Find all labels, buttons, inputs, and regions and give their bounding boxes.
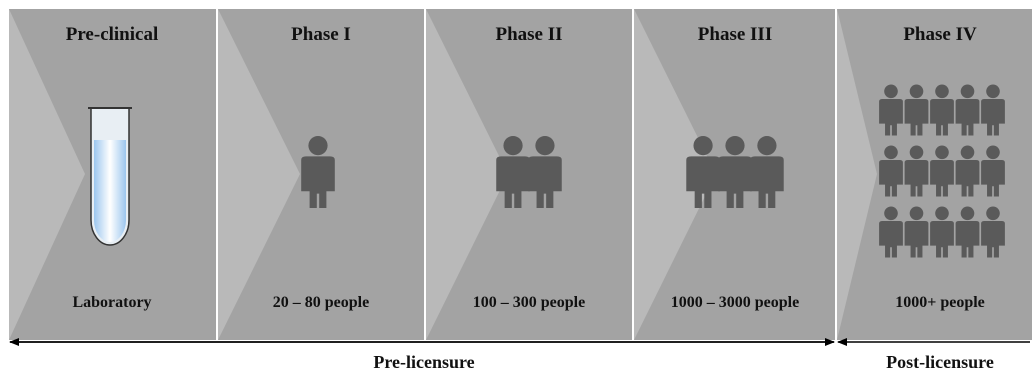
panel-caption: 1000+ people	[895, 294, 985, 311]
person-icon	[879, 206, 903, 258]
panel-phase-2: Phase II 100 – 300 people	[426, 9, 632, 340]
person-icon	[301, 136, 335, 208]
panel-phase-4: Phase IV 1000+ people	[837, 9, 1032, 340]
panel-preclinical: Pre-clinical Laboratory	[9, 9, 216, 340]
person-icon	[981, 145, 1005, 197]
person-icon	[904, 84, 929, 136]
person-icon	[955, 145, 980, 197]
person-icon	[496, 136, 530, 208]
post-licensure-label: Post-licensure	[886, 352, 994, 372]
person-icon	[879, 145, 903, 197]
panel-title: Phase III	[698, 24, 772, 45]
panel-caption: 1000 – 3000 people	[671, 294, 799, 311]
panel-caption: 20 – 80 people	[273, 294, 369, 311]
person-icon	[930, 84, 954, 136]
people-group	[301, 136, 335, 208]
panel-title: Pre-clinical	[66, 24, 159, 45]
panel-title: Phase I	[291, 24, 351, 45]
person-icon	[981, 84, 1005, 136]
pre-licensure-label: Pre-licensure	[373, 352, 474, 372]
person-icon	[955, 84, 980, 136]
person-icon	[879, 84, 903, 136]
people-group	[496, 136, 562, 208]
panel-phase-1: Phase I 20 – 80 people	[218, 9, 424, 340]
test-tube-icon	[88, 107, 132, 246]
person-icon	[528, 136, 562, 208]
panel-caption: 100 – 300 people	[473, 294, 585, 311]
panel-phase-3: Phase III 1000 – 3000 people	[634, 9, 835, 340]
panel-caption: Laboratory	[72, 294, 151, 311]
people-grid	[879, 84, 1005, 258]
panel-title: Phase IV	[903, 24, 977, 45]
person-icon	[904, 206, 929, 258]
person-icon	[981, 206, 1005, 258]
panel-title: Phase II	[495, 24, 562, 45]
person-icon	[750, 136, 784, 208]
person-icon	[930, 145, 954, 197]
person-icon	[930, 206, 954, 258]
person-icon	[955, 206, 980, 258]
person-icon	[686, 136, 720, 208]
person-icon	[904, 145, 929, 197]
